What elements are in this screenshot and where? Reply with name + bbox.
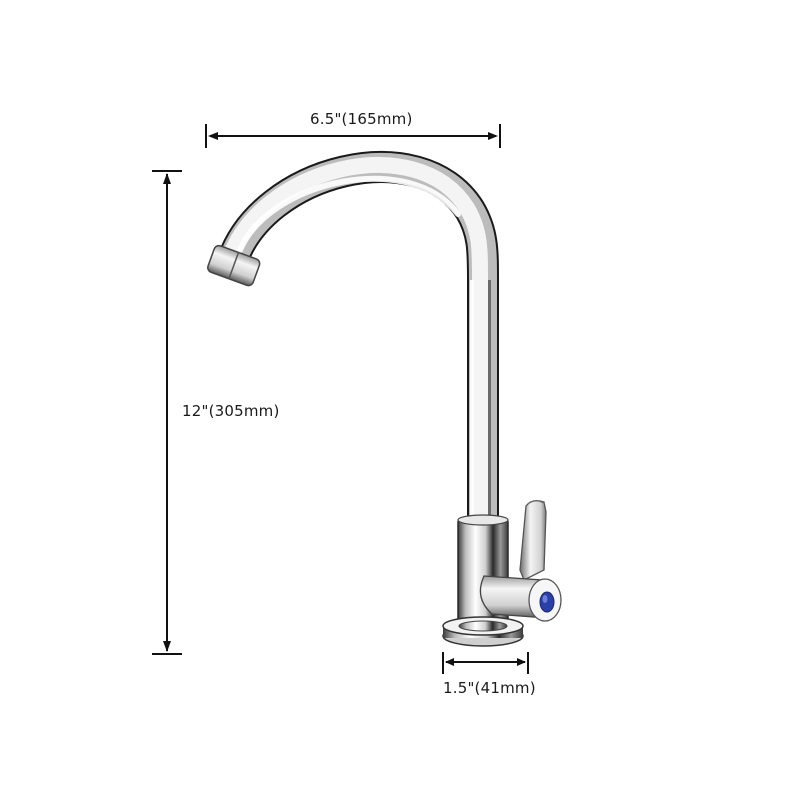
aerator-nozzle <box>207 244 261 287</box>
lever-handle <box>519 500 547 581</box>
faucet-base <box>442 616 524 647</box>
width-dimension-label: 6.5"(165mm) <box>310 110 413 128</box>
base-dimension-line <box>442 652 529 674</box>
height-dimension-line <box>152 170 182 655</box>
width-dimension-line <box>205 124 501 148</box>
height-dimension-label: 12"(305mm) <box>182 402 280 420</box>
cold-water-indicator-icon <box>539 591 555 613</box>
base-dimension-label: 1.5"(41mm) <box>443 679 536 697</box>
faucet-spout <box>216 151 499 520</box>
